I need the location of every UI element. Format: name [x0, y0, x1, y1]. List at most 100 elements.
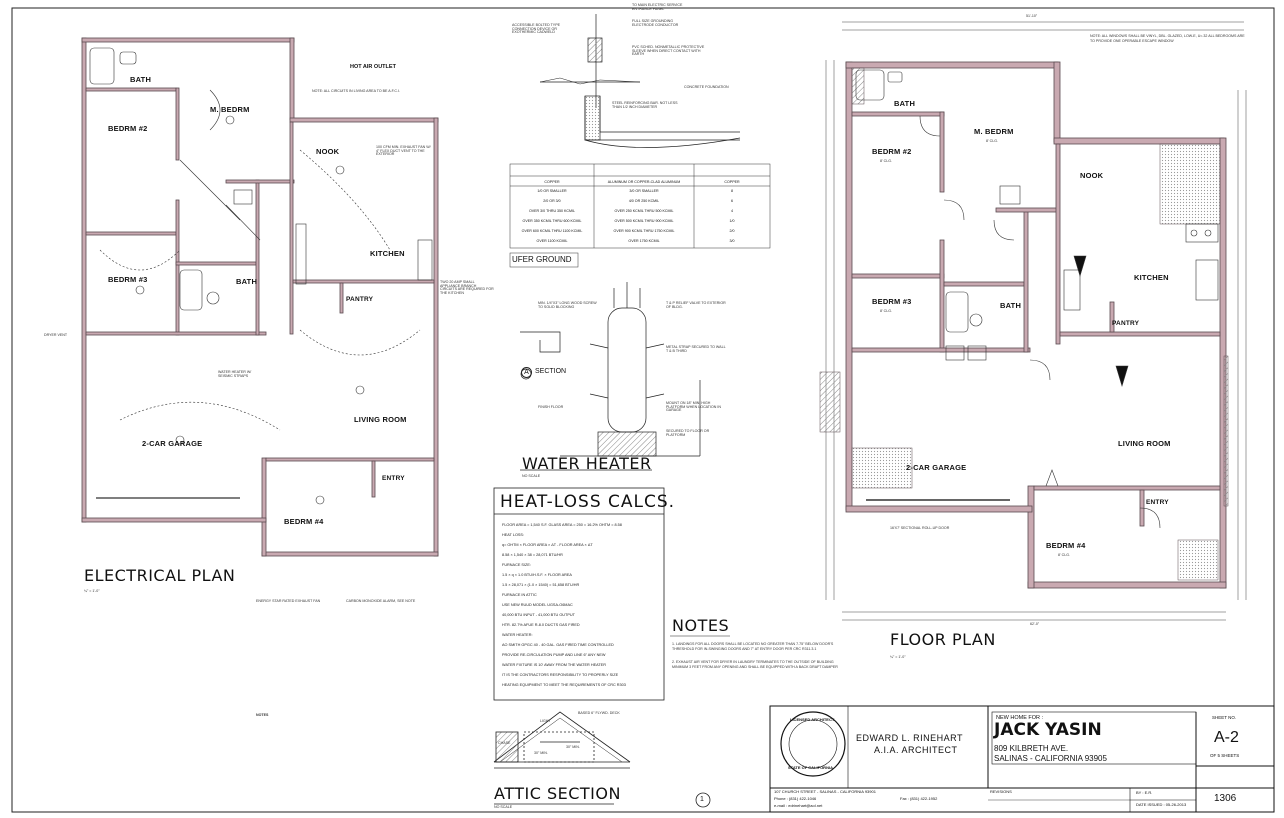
- architect-address: 107 CHURCH STREET - SALINAS - CALIFORNIA…: [774, 789, 876, 794]
- floor-room-bedrm4: BEDRM #4: [1046, 541, 1086, 550]
- floor-room-bedrm2: BEDRM #2: [872, 147, 912, 156]
- ufer-note-2: PVC SCHED. NONMETALLIC PROTECTIVE SLEEVE…: [632, 45, 705, 57]
- attic-detail-number: 1: [700, 796, 704, 803]
- ufer-table-row: OVER 350 KCMIL THRU 600 KCMIL OVER 500 KC…: [510, 216, 770, 226]
- heat-loss-line: HEATING EQUIPMENT TO MEET THE REQUIREMEN…: [502, 683, 626, 687]
- ufer-table-cell: 8: [731, 189, 733, 193]
- note-item-1: 1. LANDINGS FOR ALL DOORS SHALL BE LOCAT…: [672, 642, 834, 651]
- title-block-frame: [769, 705, 1275, 813]
- ufer-title: UFER GROUND: [512, 255, 572, 264]
- wh-note-secured: SECURED TO FLOOR OR PLATFORM: [666, 429, 710, 437]
- floor-room-bath: BATH: [894, 99, 916, 108]
- ufer-table-header: ALUMINUM OR COPPER-CLAD ALUMINUM: [607, 180, 681, 184]
- water-heater-noscale: NO SCALE: [522, 474, 541, 478]
- electrical-room-bath2: BATH: [236, 277, 258, 286]
- ufer-note-5: ACCESSIBLE BOLTED TYPE CONNECTION DEVICE…: [512, 23, 560, 35]
- ufer-table-header: COPPER: [544, 180, 560, 184]
- attic-section-detail: [493, 711, 711, 808]
- ufer-table-cell: 4/0 OR 250 KCMIL: [628, 199, 660, 203]
- ufer-table-cell: OVER 3/0 THRU 350 KCMIL: [528, 209, 576, 213]
- heat-loss-line: WATER HEATER:: [502, 633, 533, 637]
- floor-room-m-bedrm: M. BEDRM: [974, 127, 1014, 136]
- ufer-note-4: STEEL REINFORCING BAR. NOT LESS THAN 1/2…: [612, 101, 678, 109]
- new-home-for-label: NEW HOME FOR :: [996, 715, 1044, 721]
- dim-top: 51'-10": [1026, 14, 1038, 18]
- stamp-bottom-text: STATE OF CALIFORNIA: [788, 765, 833, 770]
- attic-label-min-b: 30" MIN.: [566, 745, 580, 749]
- floor-plan-scale: ¼" = 1'-0": [890, 655, 906, 659]
- electrical-plan-fixtures: [89, 47, 433, 505]
- ufer-table-grid: [509, 163, 771, 268]
- water-heater-detail: [520, 282, 701, 471]
- ufer-table-cell: OVER 1100 KCMIL: [536, 239, 568, 243]
- attic-label-light: LIGHT: [540, 719, 551, 723]
- electrical-room-m-bedrm: M. BEDRM: [210, 105, 250, 114]
- heat-loss-calculations: FLOOR AREA = 1,540 S.F. GLASS AREA = 250…: [502, 520, 662, 690]
- electrical-plan-title: ELECTRICAL PLAN: [84, 566, 236, 585]
- ufer-table-cell: OVER 250 KCMIL THRU 500 KCMIL: [614, 209, 674, 213]
- heat-loss-line: AO SMITH GPGC 40 - 40 GAL. GAS FIRED TIM…: [502, 643, 614, 647]
- heat-loss-line: HTR. 82.7% AFUE R-8.0 DUCTS GAS FIRED: [502, 623, 580, 627]
- attic-label-chase: CHASE: [498, 741, 511, 745]
- wh-section-label: SECTION: [535, 368, 567, 375]
- heat-loss-title: HEAT-LOSS CALCS.: [500, 492, 676, 512]
- electrical-room-bedrm4: BEDRM #4: [284, 517, 324, 526]
- architect-title: A.I.A. ARCHITECT: [874, 745, 958, 755]
- revisions-label: REVISIONS: [990, 789, 1012, 794]
- floor-room-nook: NOOK: [1080, 171, 1104, 180]
- ufer-table-cell: 6: [731, 199, 733, 203]
- floor-room-bath2: BATH: [1000, 301, 1022, 310]
- heat-loss-line: FURNACE IN ATTIC: [502, 593, 537, 597]
- architect-fax: Fax : (831) 422-1952: [900, 796, 938, 801]
- sheet-of-count: OF 5 SHEETS: [1210, 753, 1240, 758]
- wh-section-tag: A: [521, 367, 532, 378]
- electrical-room-nook: NOOK: [316, 147, 340, 156]
- ufer-to-service: TO MAIN ELECTRIC SERVICE ENTRANCE PANEL: [632, 3, 683, 11]
- attic-section-title: ATTIC SECTION: [494, 784, 621, 803]
- ufer-note-3: CONCRETE FOUNDATION: [684, 85, 729, 89]
- floor-room-kitchen: KITCHEN: [1134, 273, 1169, 282]
- notes-title: NOTES: [672, 616, 730, 635]
- heat-loss-line: PROVIDE RE-CIRCULATION PUMP AND LINE 6" …: [502, 653, 606, 657]
- ufer-table-cell: OVER 350 KCMIL THRU 600 KCMIL: [522, 219, 582, 223]
- dim-bottom: 62'-0": [1030, 622, 1040, 626]
- architect-email: e-mail : edrinehart@aol.net: [774, 803, 823, 808]
- ufer-table-cell: OVER 600 KCMIL THRU 1100 KCMIL: [521, 229, 583, 233]
- garage-door-label: 16'X7' SECTIONAL ROLL-UP DOOR: [890, 526, 950, 530]
- sheet-number: A-2: [1214, 729, 1239, 746]
- window-note: NOTE: ALL WINDOWS SHALL BE VINYL, DBL. G…: [1090, 34, 1245, 43]
- ufer-table-cell: 4: [731, 209, 733, 213]
- heat-loss-line: 8.58 × 1,540 × 38 = 28,071 BTU/HR: [502, 553, 563, 557]
- ufer-table-cell: OVER 500 KCMIL THRU 900 KCMIL: [614, 219, 674, 223]
- floor-plan-title: FLOOR PLAN: [890, 630, 996, 649]
- wh-finish-floor: FINISH FLOOR: [538, 405, 564, 409]
- electrical-room-pantry: PANTRY: [346, 296, 374, 303]
- floor-room-living: LIVING ROOM: [1118, 439, 1171, 448]
- date-issued: DATE ISSUED : 05-26-2013: [1136, 802, 1187, 807]
- legend-exhaust-fan: ENERGY STAR RATED EXHAUST FAN: [256, 599, 321, 603]
- electrical-room-living: LIVING ROOM: [354, 415, 407, 424]
- heat-loss-line: HEAT LOSS:: [502, 533, 525, 537]
- floor-plan-dimension-lines: [825, 21, 1247, 621]
- hot-air-outlet-label: HOT AIR OUTLET: [350, 64, 396, 70]
- ufer-table-cell: 2/0: [729, 229, 735, 233]
- attic-section-noscale: NO SCALE: [494, 805, 513, 809]
- floor-clg-bedrm4: 8' CLG.: [1058, 553, 1071, 557]
- floor-room-pantry: PANTRY: [1112, 320, 1140, 327]
- heat-loss-line: q= OHTM × FLOOR AREA × ΔT - FLOOR AREA ×…: [502, 543, 593, 547]
- ufer-table-cell: 1/0 OR SMALLER: [537, 189, 567, 193]
- electrical-room-bath: BATH: [130, 75, 152, 84]
- heat-loss-line: 1.5 × 28,071 × (1.0 × 1540) = 51,658 BTU…: [502, 583, 580, 587]
- heat-loss-line: IT IS THE CONTRACTORS RESPONSIBILITY TO …: [502, 673, 619, 677]
- electrical-plan-scale: ¼" = 1'-0": [84, 589, 100, 593]
- heat-loss-box: [493, 487, 665, 701]
- architect-phone: Phone : (831) 422-1046: [774, 796, 817, 801]
- electrical-room-entry: ENTRY: [382, 475, 405, 482]
- electrical-notes-title: NOTES: [256, 713, 269, 717]
- wh-note-screw: MIN. 1/4"X3" LONG WOOD SCREW TO SOLID BL…: [538, 301, 597, 309]
- attic-label-deck: BASED 6" FLYWD. DECK: [578, 711, 620, 715]
